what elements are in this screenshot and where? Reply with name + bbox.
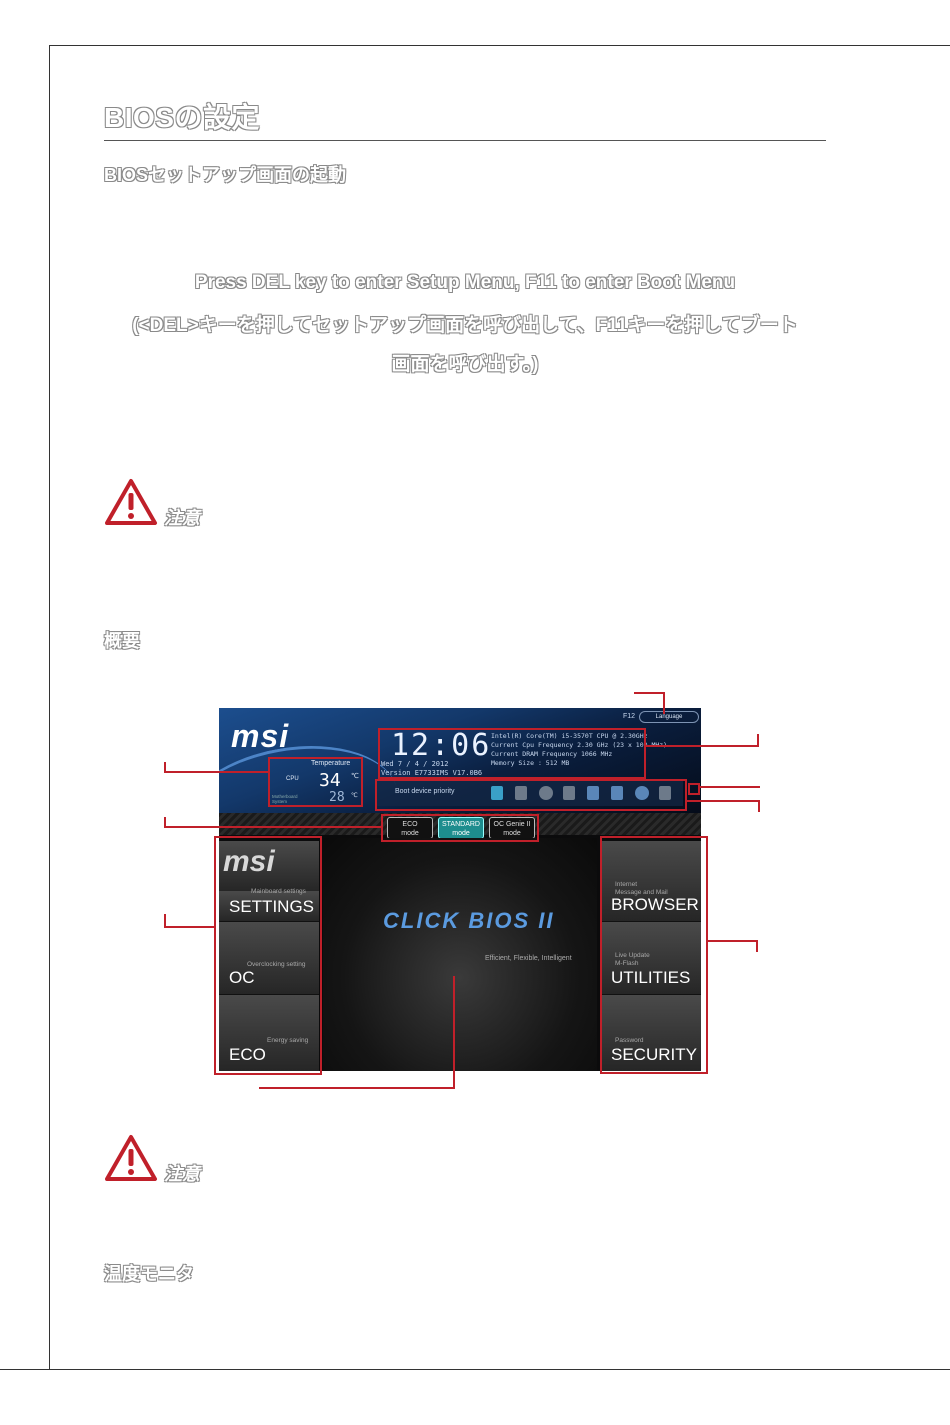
press-line-2: (<DEL>キーを押してセットアップ画面を呼び出して、F11キーを押してブート xyxy=(132,315,798,336)
mb-deg: ℃ xyxy=(351,793,358,799)
callout-line xyxy=(164,771,268,773)
callout-line xyxy=(164,914,166,928)
callout-box-temperature xyxy=(268,757,363,807)
callout-line xyxy=(453,976,455,1089)
mb-label: Motherboard System xyxy=(272,794,298,804)
callout-line xyxy=(757,734,759,747)
utilities-label: UTILITIES xyxy=(611,968,691,987)
callout-line xyxy=(164,826,381,828)
press-line-3: 画面を呼び出す。) xyxy=(391,354,539,375)
boot-priority-label: Boot device priority xyxy=(395,788,455,795)
caution-label: 注意 xyxy=(164,1164,200,1184)
callout-line xyxy=(700,786,760,788)
callout-line xyxy=(687,800,760,802)
boot-device-icon[interactable] xyxy=(611,786,623,800)
callout-line xyxy=(164,762,166,773)
boot-device-icon[interactable] xyxy=(659,786,671,800)
heading-temperature-monitor: 温度モニタ xyxy=(104,1264,194,1284)
browser-panel[interactable]: Internet Message and Mail BROWSER xyxy=(601,841,701,922)
eco-panel[interactable]: Energy saving ECO xyxy=(219,995,319,1071)
callout-line xyxy=(259,1087,455,1089)
mode-label: OC Genie II xyxy=(493,821,531,828)
bios-date: Wed 7 / 4 / 2012 xyxy=(381,760,449,768)
callout-box-sysinfo xyxy=(378,728,646,779)
utilities-sub: Live Update M-Flash xyxy=(615,952,650,967)
bios-center-area: CLICK BIOS II Efficient, Flexible, Intel… xyxy=(323,838,597,1071)
bios-clock: 12:06 xyxy=(391,728,492,763)
boot-device-icon[interactable] xyxy=(563,786,575,800)
settings-panel[interactable]: Mainboard settings SETTINGS xyxy=(219,888,319,922)
eco-sub: Energy saving xyxy=(267,1037,309,1044)
security-panel[interactable]: Password SECURITY xyxy=(601,995,701,1071)
callout-box-right-menu xyxy=(600,836,708,1074)
security-label: SECURITY xyxy=(611,1045,697,1064)
msi-logo: msi xyxy=(231,718,290,754)
cpu-temp: 34 xyxy=(319,770,341,791)
page-frame-bottom xyxy=(0,1369,950,1370)
boot-device-icon[interactable] xyxy=(539,786,553,800)
security-sub: Password xyxy=(615,1037,644,1044)
callout-box-boot xyxy=(375,779,687,811)
page-title: BIOSの設定 xyxy=(104,102,260,133)
eco-label: ECO xyxy=(229,1045,266,1064)
caution-block-1: 注意 xyxy=(104,478,264,528)
press-line-1: Press DEL key to enter Setup Menu, F11 t… xyxy=(194,272,736,293)
caution-label: 注意 xyxy=(164,508,200,528)
bios-tagline: Efficient, Flexible, Intelligent xyxy=(485,955,572,962)
panel-msi-logo: msi xyxy=(223,845,275,878)
temperature-monitor: Temperature CPU 34 ℃ Motherboard System … xyxy=(269,758,363,808)
callout-box-modes xyxy=(381,814,539,842)
f12-label: F12 xyxy=(623,713,636,720)
bios-screenshot: msi F12 Language Temperature CPU 34 ℃ Mo… xyxy=(219,708,701,1071)
utilities-panel[interactable]: Live Update M-Flash UTILITIES xyxy=(601,922,701,995)
mb-temp: 28 xyxy=(329,790,345,805)
cpu-label: CPU xyxy=(286,776,299,782)
browser-sub: Internet Message and Mail xyxy=(615,881,668,896)
callout-line xyxy=(758,800,760,812)
boot-device-priority-bar[interactable]: Boot device priority xyxy=(377,780,683,806)
callout-line xyxy=(164,817,166,828)
mode-label: ECO xyxy=(402,821,418,828)
left-panel-logo: msi xyxy=(219,841,319,892)
page-frame-top xyxy=(49,45,950,46)
caution-block-2: 注意 xyxy=(104,1134,264,1184)
oc-label: OC xyxy=(229,968,255,987)
settings-sub: Mainboard settings xyxy=(251,888,306,895)
page-frame-left xyxy=(49,45,50,1370)
bios-date-version: Wed 7 / 4 / 2012 Version E7733IMS V17.0B… xyxy=(381,760,482,778)
callout-box-small-icon xyxy=(688,783,700,795)
callout-box-left-menu xyxy=(214,836,322,1075)
callout-line xyxy=(756,940,758,952)
click-bios-logo: CLICK BIOS II xyxy=(383,908,555,933)
settings-label: SETTINGS xyxy=(229,897,315,916)
bios-version: Version E7733IMS V17.0B6 xyxy=(381,769,483,777)
boot-device-icon[interactable] xyxy=(635,786,649,800)
callout-line xyxy=(646,745,759,747)
mode-label: STANDARD xyxy=(442,821,480,828)
callout-line xyxy=(164,926,214,928)
title-divider xyxy=(104,140,826,141)
boot-device-icon[interactable] xyxy=(587,786,599,800)
callout-line xyxy=(663,692,665,714)
cpu-deg: ℃ xyxy=(351,773,359,780)
boot-device-icon[interactable] xyxy=(491,786,503,800)
language-button[interactable]: Language xyxy=(639,711,699,723)
warning-icon xyxy=(105,479,157,525)
warning-icon xyxy=(105,1135,157,1181)
boot-device-icon[interactable] xyxy=(515,786,527,800)
oc-sub: Overclocking setting xyxy=(247,961,306,968)
heading-setup: BIOSセットアップ画面の起動 xyxy=(104,165,347,185)
callout-line xyxy=(708,940,758,942)
mode-sub: mode xyxy=(503,830,521,837)
heading-overview: 概要 xyxy=(104,631,140,651)
oc-panel[interactable]: Overclocking setting OC xyxy=(219,922,319,995)
callout-line xyxy=(634,692,664,694)
mode-sub: mode xyxy=(401,830,419,837)
mode-sub: mode xyxy=(452,830,470,837)
browser-label: BROWSER xyxy=(611,895,699,914)
temperature-label: Temperature xyxy=(311,760,351,767)
